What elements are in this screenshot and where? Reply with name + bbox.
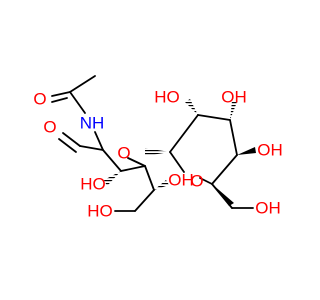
bond-ald-c-o-2 (58, 138, 77, 153)
ring-bond-c3-c4 (229, 119, 238, 156)
bond-c1-c2 (79, 145, 104, 151)
ring-bond-c5-o (199, 177, 213, 185)
bond-c5-c6 (134, 189, 155, 212)
bold-wedge-c5-ch2 (212, 184, 234, 206)
ring-c2-hydroxyl-label: HO (154, 88, 180, 107)
ring-c4-hydroxyl-label: OH (257, 141, 283, 160)
stereo-bonds (104, 99, 256, 206)
bold-wedge-c4-oh (237, 147, 256, 155)
c6-hydroxyl-label: HO (87, 202, 113, 221)
aldehyde-oxygen-label: O (43, 118, 56, 137)
ring-bond-c2-c3 (197, 114, 231, 121)
bond-carbonyl-n (69, 91, 86, 114)
bond-acetyl-c-o-2 (51, 97, 68, 103)
bond-c4-c5 (144, 165, 155, 191)
ring-c3-hydroxyl-label: OH (221, 88, 247, 107)
hash-wedge-c1-glyco (145, 148, 170, 156)
bond-c3-c4 (120, 165, 146, 172)
bond-methyl-carbonyl (69, 75, 96, 93)
atom-labels: O NH O HO OH HO O O HO OH OH OH (33, 88, 282, 221)
glycosylated-amino-sugar-structure: O NH O HO OH HO O O HO OH OH OH (33, 75, 283, 221)
ring-c6-hydroxyl-label: OH (255, 199, 281, 218)
ring-bond-o-c1 (169, 151, 185, 173)
ring-bond-c1-c2 (169, 114, 199, 153)
bond-ald-c-o (62, 132, 81, 147)
ring-oxygen-label: O (190, 172, 203, 191)
hash-wedge-c3-oh-ring (230, 101, 237, 120)
bond-acetyl-c-o (51, 91, 71, 97)
ring-bond-c4-c5 (211, 154, 238, 185)
hash-wedge-c3-oh (104, 171, 121, 186)
bonds (51, 75, 254, 212)
bond-c2-c3 (102, 149, 122, 172)
bond-n-c2 (94, 131, 104, 151)
bond-c4-glyco-o (127, 157, 146, 167)
c3-hydroxyl-label: HO (80, 175, 106, 194)
nh-label: NH (80, 114, 105, 133)
acetyl-oxygen-label: O (33, 90, 46, 109)
hash-wedge-c5-oh (154, 180, 169, 190)
hash-wedge-c2-oh (185, 99, 198, 115)
c4-hydroxyl-label: OH (168, 171, 194, 190)
glycosidic-oxygen-label: O (117, 144, 130, 163)
